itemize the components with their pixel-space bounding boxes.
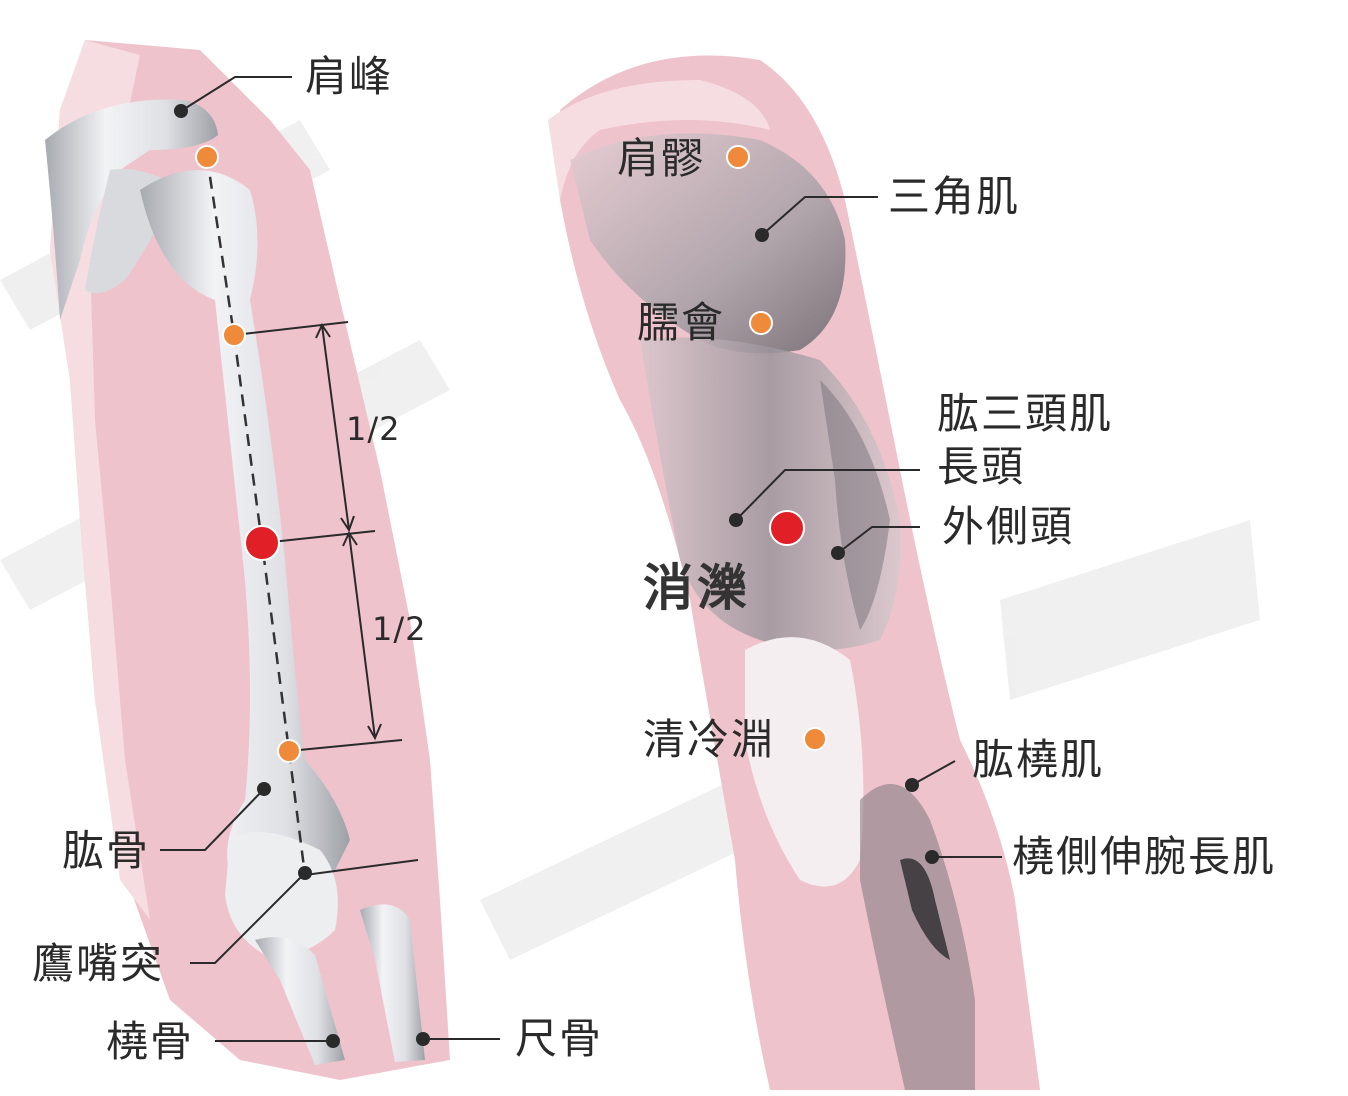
marker-dot-icon — [326, 1034, 340, 1048]
acupoint-secondary-icon — [749, 311, 773, 335]
acupoint-secondary-icon — [803, 727, 827, 751]
label-jianliao: 肩髎 — [617, 134, 706, 183]
acupoint-secondary-icon — [277, 739, 301, 763]
measurement-lines — [233, 321, 419, 876]
label-ratio-upper: 1/2 — [346, 410, 401, 448]
label-humerus: 肱骨 — [62, 826, 151, 875]
marker-dot-icon — [257, 782, 271, 796]
marker-dot-icon — [174, 104, 188, 118]
marker-dot-icon — [298, 866, 312, 880]
label-lateral-head: 外側頭 — [942, 502, 1075, 551]
label-xiaoluo: 消濼 — [643, 559, 751, 617]
right-leader-lines — [735, 196, 1002, 858]
triceps-muscle — [640, 337, 901, 650]
tendon-region — [745, 637, 864, 887]
left-leader-lines — [160, 76, 500, 1042]
marker-dot-icon — [831, 546, 845, 560]
label-ulna: 尺骨 — [515, 1014, 604, 1063]
label-qinglengyuan: 清冷淵 — [643, 715, 776, 764]
acupoint-secondary-icon — [195, 145, 219, 169]
marker-dot-icon — [905, 778, 919, 792]
forearm-bones — [255, 904, 425, 1065]
label-radius: 橈骨 — [106, 1017, 195, 1066]
marker-dot-icon — [925, 850, 939, 864]
deltoid-muscle — [570, 133, 846, 354]
marker-dot-icon — [729, 513, 743, 527]
acupoint-main-icon — [769, 510, 805, 546]
acupoint-secondary-icon — [726, 145, 750, 169]
label-ecrl: 橈側伸腕長肌 — [1012, 832, 1277, 881]
label-acromion: 肩峰 — [305, 52, 394, 101]
forearm-muscles — [860, 784, 975, 1090]
acupoint-secondary-icon — [222, 323, 246, 347]
marker-dot-icon — [755, 228, 769, 242]
label-ratio-lower: 1/2 — [372, 610, 427, 648]
label-deltoid: 三角肌 — [888, 172, 1021, 221]
label-brachioradialis: 肱橈肌 — [972, 735, 1105, 784]
label-triceps-long-1: 肱三頭肌 — [937, 389, 1114, 438]
label-naohui: 臑會 — [637, 298, 726, 347]
acupoint-main-icon — [244, 525, 280, 561]
label-olecranon: 鷹嘴突 — [32, 939, 165, 988]
label-triceps-long-2: 長頭 — [937, 442, 1026, 491]
marker-dot-icon — [416, 1032, 430, 1046]
